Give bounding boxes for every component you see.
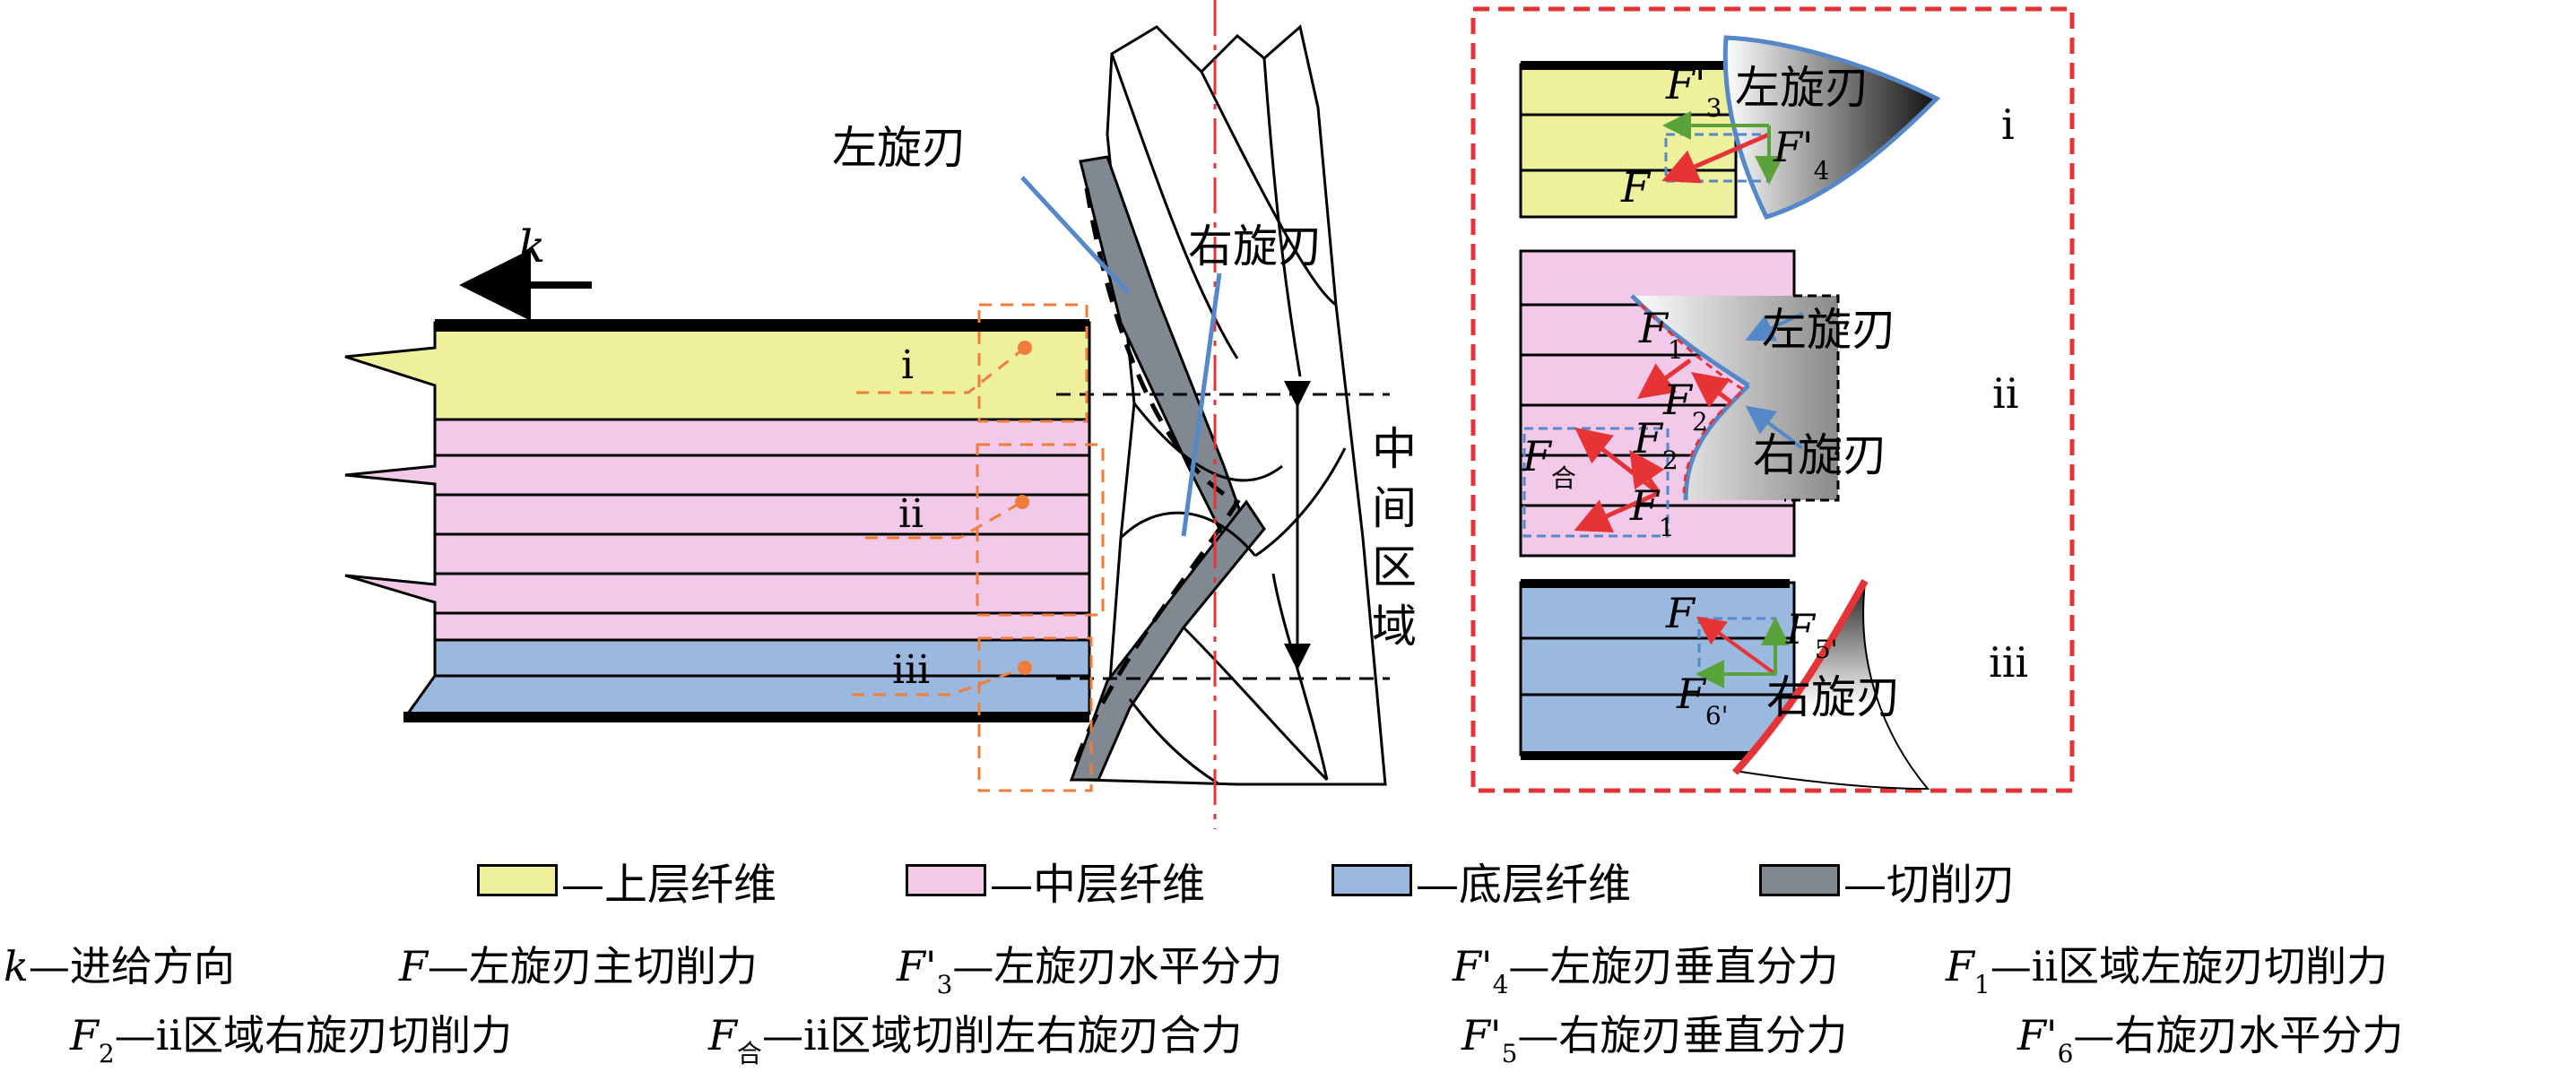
region-label-iii: iii	[892, 647, 930, 693]
legend-item-bottom-fiber: —底层纤维	[1331, 853, 1631, 910]
middle-fiber-layers	[344, 418, 1091, 642]
legend-label-top: —上层纤维	[561, 860, 777, 910]
region-label-i: i	[901, 342, 914, 388]
region-labels: i ii iii	[892, 342, 930, 693]
region-box-iii	[977, 636, 1093, 792]
region-box-i	[977, 303, 1089, 423]
inset-iii: 右旋刃 F F5' F6' iii	[1519, 579, 2028, 791]
inset-iii-force-f6: F6'	[1676, 670, 1728, 731]
left-edge-label: 左旋刃	[832, 122, 967, 174]
middle-region-char-2: 间	[1372, 482, 1417, 534]
legend-item-cutting-edge: —切削刃	[1759, 853, 2016, 910]
inset-ii-roman: ii	[1992, 369, 2018, 418]
inset-i-force-f4: F'4	[1773, 123, 1829, 186]
inset-i: 左旋刃 F'3 F'4 F i	[1519, 35, 2015, 221]
inset-i-force-f3: F'3	[1665, 60, 1722, 123]
drill-edge-labels: 左旋刃 右旋刃	[832, 122, 1323, 537]
middle-region-char-4: 域	[1372, 601, 1417, 653]
legend-swatch-cutting	[1759, 864, 1840, 896]
legend-swatch-middle	[906, 864, 986, 896]
inset-ii-cutting-edges	[1632, 296, 1838, 500]
laminate	[344, 319, 1091, 722]
inset-ii-right-edge-label: 右旋刃	[1753, 429, 1887, 481]
inset-i-edge-label: 左旋刃	[1735, 62, 1869, 114]
inset-ii-force-f2-low: F2	[1633, 414, 1678, 475]
feed-label: k	[518, 221, 545, 272]
inset-ii-force-f2-mid: F2	[1662, 376, 1708, 437]
inset-ii-force-f1-top: F1	[1638, 304, 1684, 365]
feed-direction: k	[459, 221, 592, 321]
inset-i-roman: i	[2001, 100, 2015, 149]
caption-f4: F'4—左旋刃垂直分力	[1453, 942, 1839, 999]
middle-region-char-3: 区	[1372, 541, 1417, 593]
caption-f: F—左旋刃主切削力	[399, 942, 758, 990]
legend-label-middle: —中层纤维	[990, 860, 1206, 910]
right-edge-label: 右旋刃	[1188, 221, 1323, 272]
inset-iii-roman: iii	[1989, 638, 2028, 687]
inset-ii-force-fhe: F合	[1522, 432, 1576, 493]
legend-item-top-fiber: —上层纤维	[477, 853, 776, 910]
region-box-ii	[976, 443, 1105, 617]
caption-f6: F'6—右旋刃水平分力	[2017, 1011, 2404, 1068]
region-label-ii: ii	[898, 491, 924, 537]
top-fiber-layer	[344, 321, 1091, 421]
top-black-edge	[435, 319, 1089, 332]
region-markers	[852, 303, 1105, 792]
inset-i-force-f: F	[1620, 163, 1652, 212]
legend: —上层纤维 —中层纤维 —底层纤维 —切削刃	[0, 853, 2576, 910]
inset-iii-force-f: F	[1665, 589, 1696, 637]
drill-dashed-profile	[1073, 187, 1241, 763]
drill-bit	[1069, 24, 1387, 786]
legend-label-cutting: —切削刃	[1843, 860, 2017, 910]
inset-iii-force-f5: F5'	[1785, 605, 1837, 664]
legend-swatch-bottom	[1331, 864, 1412, 896]
inset-ii-left-edge-label: 左旋刃	[1762, 304, 1896, 356]
caption-fhe: F合—ii区域切削左右旋刃合力	[708, 1011, 1243, 1068]
inset-ii-force-f1-bottom: F1	[1629, 481, 1675, 542]
middle-region-label: 中 间 区 域	[1372, 423, 1431, 653]
caption-k: k—进给方向	[4, 942, 235, 990]
caption-f2: F2—ii区域右旋刃切削力	[70, 1011, 513, 1068]
inset-iii-edge-label: 右旋刃	[1766, 671, 1901, 723]
caption-f1: F1—ii区域左旋刃切削力	[1946, 942, 2389, 999]
caption-f5: F'5—右旋刃垂直分力	[1461, 1011, 1848, 1068]
inset-panel-border	[1470, 6, 2075, 793]
legend-swatch-top	[477, 864, 558, 896]
inset-ii: 左旋刃 右旋刃 F1 F2 F2 F合 F1 ii	[1519, 249, 2018, 558]
legend-item-middle-fiber: —中层纤维	[906, 853, 1205, 910]
middle-region-marker: 中 间 区 域	[1056, 381, 1431, 680]
caption-f3: F'3—左旋刃水平分力	[897, 942, 1283, 999]
middle-region-char-1: 中	[1372, 423, 1417, 475]
legend-label-bottom: —底层纤维	[1416, 860, 1632, 910]
bottom-fiber-layers	[403, 638, 1091, 722]
